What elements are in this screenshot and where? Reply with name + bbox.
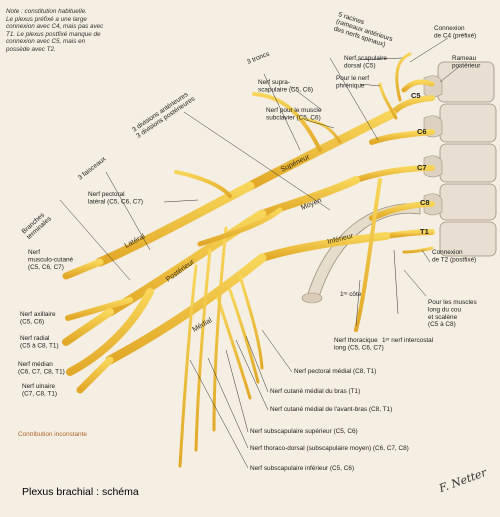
label-cutane-medial-avant-bras: Nerf cutané médial de l'avant-bras (C8, … xyxy=(270,406,392,413)
branch-radial xyxy=(62,308,114,346)
root-c7 xyxy=(353,165,435,183)
branch-musculocutaneous xyxy=(62,258,104,280)
nerve-medial-cutaneous-forearm xyxy=(216,296,252,400)
nerve-bundle xyxy=(62,52,435,468)
root-label-t1: T1 xyxy=(420,227,429,236)
root-label-c7: C7 xyxy=(417,163,427,172)
nerve-thoracodorsal xyxy=(194,248,212,452)
root-label-c8: C8 xyxy=(420,198,430,207)
branch-axillary xyxy=(65,297,133,321)
label-axillaire: Nerf axillaire(C5, C6) xyxy=(20,311,56,325)
vertebral-column xyxy=(423,61,497,257)
nerve-dorsal-scapular xyxy=(395,52,412,102)
nerve-lateral-pectoral xyxy=(174,170,232,198)
figure-caption: Plexus brachial : schéma xyxy=(22,486,139,498)
nerve-medial-pectoral xyxy=(238,274,264,370)
trunk-superior-label: Supérieur xyxy=(279,152,312,174)
label-ulnaire: Nerf ulnaire(C7, C8, T1) xyxy=(22,383,57,397)
loop-divisions xyxy=(197,207,283,247)
nerve-subclavius xyxy=(298,116,342,144)
nerve-upper-subscapular xyxy=(212,226,228,432)
label-nerf-suprascapulaire: Nerf supra-scapulaire (C5, C6) xyxy=(258,79,313,93)
branch-ulnar xyxy=(76,356,114,394)
nerve-suprascapular xyxy=(252,92,322,152)
root-labels: C5 C6 C7 C8 T1 xyxy=(411,91,430,236)
label-median: Nerf médian(C6, C7, C8, T1) xyxy=(18,361,65,375)
label-cutane-medial-bras: Nerf cutané médial du bras (T1) xyxy=(270,388,360,395)
trunk-middle xyxy=(258,176,360,218)
cord-medial xyxy=(105,253,267,365)
label-premiere-cote: 1ʳᵉ côte xyxy=(340,291,362,298)
group-branches-label: Branchesterminales xyxy=(21,209,54,241)
root-c5 xyxy=(389,95,435,117)
group-racines-label: 5 racines(rameaux antérieursdes nerfs sp… xyxy=(333,11,397,50)
leader-lines xyxy=(59,37,461,469)
branch-median xyxy=(66,288,154,376)
nerve-long-thoracic xyxy=(354,178,382,332)
root-t2 xyxy=(402,246,434,254)
label-subscapulaire-superieur: Nerf subscapulaire supérieur (C5, C6) xyxy=(250,428,358,435)
group-faisceaux-label: 3 faisceaux xyxy=(77,155,108,181)
nerve-medial-cutaneous-arm xyxy=(228,288,260,384)
label-subscapulaire-inferieur: Nerf subscapulaire inférieur (C5, C6) xyxy=(250,465,354,472)
constitution-note: Note : constitution habituelle. Le plexu… xyxy=(6,8,104,53)
root-label-c5: C5 xyxy=(411,91,421,100)
root-c6 xyxy=(369,129,435,145)
root-label-c6: C6 xyxy=(417,127,427,136)
trunk-superior xyxy=(245,109,397,191)
root-c4 xyxy=(401,79,435,93)
label-thoraco-dorsal: Nerf thoraco-dorsal (subscapulaire moyen… xyxy=(250,445,409,452)
label-radial: Nerf radial(C5 à C8, T1) xyxy=(20,335,59,349)
label-contribution-inconstante: Contribution inconstante xyxy=(18,431,87,438)
cord-lateral xyxy=(95,181,255,267)
nerve-lower-subscapular xyxy=(178,264,198,468)
label-premier-nerf-intercostal: 1ᵉʳ nerf intercostal xyxy=(382,337,433,344)
group-troncs-label: 3 troncs xyxy=(246,50,271,66)
label-pectoral-medial: Nerf pectoral médial (C8, T1) xyxy=(294,368,376,375)
nerve-phrenic xyxy=(378,82,398,120)
